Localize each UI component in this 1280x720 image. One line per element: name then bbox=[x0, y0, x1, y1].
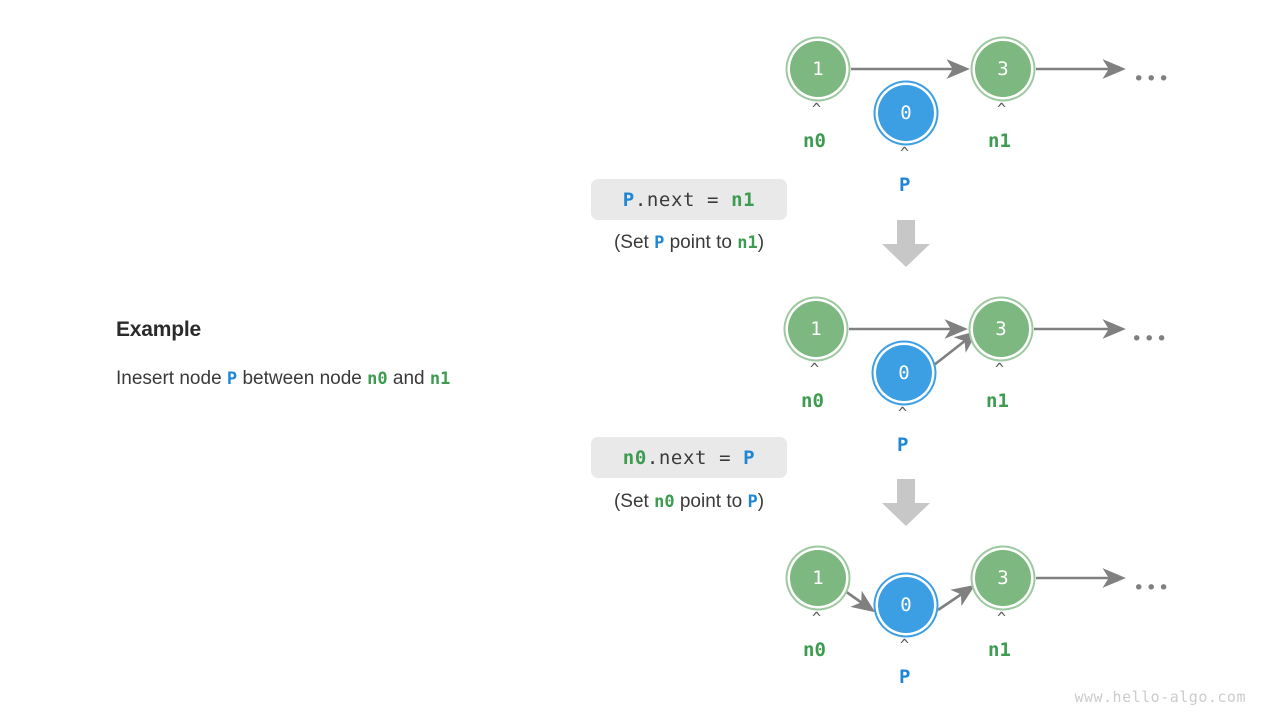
pointer-caret-n1: ^ bbox=[997, 609, 1007, 627]
pointer-caret-p: ^ bbox=[898, 404, 908, 422]
node-p: 0 bbox=[876, 345, 932, 401]
page-title: Example bbox=[116, 318, 201, 341]
pointer-label-n0: n0 bbox=[803, 130, 826, 152]
caption-pre-step2: (Set bbox=[613, 491, 655, 512]
caption-mid-step2: point to bbox=[674, 491, 748, 512]
node-n0: 1 bbox=[788, 301, 844, 357]
explanation-text: Inesert node P between node n0 and n1 bbox=[116, 368, 556, 391]
token-n0: n0 bbox=[367, 369, 388, 389]
code-left-token-step2: n0 bbox=[622, 446, 647, 469]
pointer-label-n1: n1 bbox=[986, 390, 1009, 412]
pointer-caret-p: ^ bbox=[900, 636, 910, 654]
node-n1: 3 bbox=[973, 301, 1029, 357]
explanation-mid: between node bbox=[237, 368, 368, 389]
code-right-token-step1: n1 bbox=[731, 188, 756, 211]
pointer-label-n1: n1 bbox=[988, 639, 1011, 661]
caption-token-p-step2: P bbox=[747, 492, 758, 512]
list-continues-ellipsis: ••• bbox=[1133, 68, 1171, 90]
node-p: 0 bbox=[878, 85, 934, 141]
code-chip-step1: P.next = n1 bbox=[591, 179, 787, 220]
token-p: P bbox=[226, 369, 238, 389]
linked-list-row-after-p-next: 1 ^ n0 0 ^ P 3 ^ n1 ••• bbox=[0, 260, 1280, 460]
pointer-caret-n0: ^ bbox=[810, 360, 820, 378]
edges-row-initial bbox=[851, 59, 1126, 79]
transition-arrow-down-1 bbox=[882, 220, 930, 267]
node-n1: 3 bbox=[975, 550, 1031, 606]
code-right-token-step2: P bbox=[743, 446, 756, 469]
node-p: 0 bbox=[878, 577, 934, 633]
linked-list-row-initial: 1 ^ n0 0 ^ P 3 ^ n1 ••• bbox=[0, 0, 1280, 200]
watermark: www.hello-algo.com bbox=[1074, 688, 1246, 706]
explanation-and: and bbox=[387, 368, 430, 389]
explanation-prefix: Inesert node bbox=[116, 368, 227, 389]
pointer-caret-n0: ^ bbox=[812, 100, 822, 118]
caption-step1: (Set P point to n1) bbox=[591, 232, 787, 254]
caption-pre-step1: (Set bbox=[613, 232, 655, 253]
transition-arrow-down-2 bbox=[882, 479, 930, 526]
node-n1: 3 bbox=[975, 41, 1031, 97]
pointer-caret-n1: ^ bbox=[997, 100, 1007, 118]
pointer-caret-n1: ^ bbox=[995, 360, 1005, 378]
list-continues-ellipsis: ••• bbox=[1131, 328, 1169, 350]
node-n0: 1 bbox=[790, 41, 846, 97]
code-chip-step2: n0.next = P bbox=[591, 437, 787, 478]
caption-mid-step1: point to bbox=[664, 232, 738, 253]
code-left-token-step1: P bbox=[622, 188, 635, 211]
pointer-label-n0: n0 bbox=[801, 390, 824, 412]
pointer-label-n1: n1 bbox=[988, 130, 1011, 152]
code-operator-step1: .next = bbox=[634, 188, 732, 211]
explanation-block: Example Inesert node P between node n0 a… bbox=[116, 318, 556, 391]
caption-token-n1-step1: n1 bbox=[737, 233, 758, 253]
pointer-label-p: P bbox=[899, 174, 911, 196]
caption-token-n0-step2: n0 bbox=[654, 492, 675, 512]
caption-token-p-step1: P bbox=[654, 233, 665, 253]
pointer-label-n0: n0 bbox=[803, 639, 826, 661]
node-n0: 1 bbox=[790, 550, 846, 606]
token-n1: n1 bbox=[429, 369, 451, 389]
caption-step2: (Set n0 point to P) bbox=[591, 491, 787, 513]
pointer-caret-n0: ^ bbox=[812, 609, 822, 627]
linked-list-row-after-n0-next: 1 ^ n0 0 ^ P 3 ^ n1 ••• bbox=[0, 509, 1280, 709]
edges-row-after-n0-next bbox=[844, 568, 1126, 613]
edges-row-after-p-next bbox=[849, 319, 1126, 367]
list-continues-ellipsis: ••• bbox=[1133, 577, 1171, 599]
pointer-caret-p: ^ bbox=[900, 144, 910, 162]
pointer-label-p: P bbox=[899, 666, 911, 688]
pointer-label-p: P bbox=[897, 434, 909, 456]
caption-post-step1: ) bbox=[757, 232, 765, 253]
caption-post-step2: ) bbox=[757, 491, 765, 512]
code-operator-step2: .next = bbox=[646, 446, 744, 469]
